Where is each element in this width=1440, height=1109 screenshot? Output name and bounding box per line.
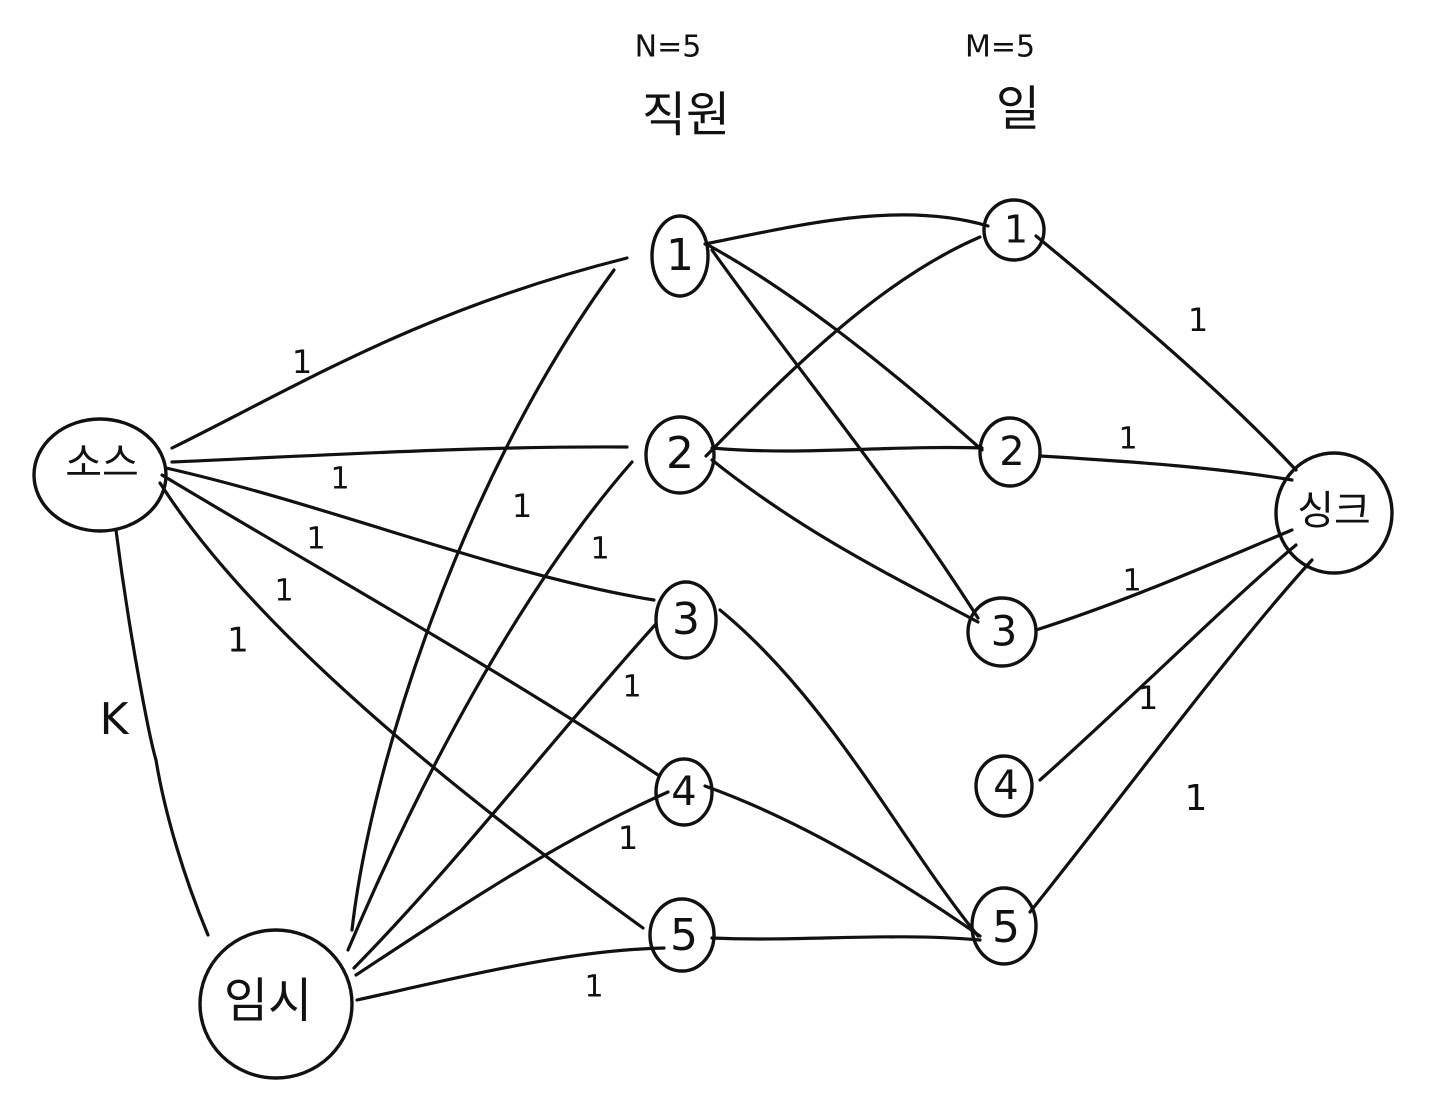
employee-node-4-circle (654, 757, 714, 827)
edge-work-5-sink (1028, 558, 1314, 914)
edge-label-source-employee-5: 1 (227, 621, 249, 661)
employee-node-1-circle (650, 214, 710, 298)
employee-node-2-label: 2 (666, 428, 694, 479)
work-node-3-label: 3 (991, 607, 1018, 656)
work-node-3-circle (966, 596, 1038, 668)
edge-label-temp-employee-2: 1 (590, 532, 609, 567)
edge-employee-1-work-2 (706, 243, 984, 452)
edge-label-temp-employee-4: 1 (618, 819, 638, 857)
employee-node-2: 2 (644, 415, 716, 495)
n-count-label: N=5 (635, 30, 702, 65)
work-node-5-label: 5 (992, 902, 1020, 953)
edge-temp-employee-2 (346, 460, 634, 952)
source-node: 소스 (32, 417, 168, 533)
edge-employee-4-work-5 (703, 784, 982, 938)
work-node-1-circle (982, 198, 1046, 262)
edge-temp-employee-1 (350, 268, 616, 932)
edge-label-source-temp: K (100, 694, 130, 745)
edge-employee-5-work-5 (710, 935, 982, 942)
edge-source-employee-5 (158, 481, 645, 930)
edge-temp-employee-5 (355, 946, 666, 1002)
sink-node-circle (1274, 451, 1394, 575)
sink-node: 싱크 (1274, 451, 1394, 575)
employee-node-4-label: 4 (671, 769, 696, 815)
employee-node-4: 4 (654, 757, 714, 827)
source-node-circle (32, 417, 168, 533)
work-node-1-label: 1 (1004, 208, 1028, 252)
work-node-1: 1 (982, 198, 1046, 262)
edge-work-2-sink (1038, 454, 1294, 482)
edge-label-source-employee-1: 1 (292, 343, 312, 381)
work-node-2: 2 (978, 416, 1042, 488)
work-nodes: 1 2 3 4 5 (966, 198, 1046, 966)
edge-source-temp (114, 528, 210, 937)
work-node-4-circle (974, 754, 1034, 818)
edge-label-work-1-sink: 1 (1188, 301, 1208, 339)
edge-employee-2-work-3 (710, 458, 980, 624)
employee-node-3: 3 (654, 580, 718, 660)
work-node-5-circle (970, 886, 1038, 966)
edge-temp-employee-4 (354, 790, 670, 977)
m-count-label: M=5 (965, 30, 1035, 65)
edge-source-employee-1 (170, 256, 629, 450)
edge-source-employee-2 (170, 445, 629, 464)
edge-label-source-employee-2: 1 (330, 462, 349, 497)
work-node-2-label: 2 (999, 429, 1024, 475)
employee-node-5-label: 5 (670, 910, 698, 961)
employee-node-1-label: 1 (666, 230, 694, 281)
employee-node-2-circle (644, 415, 716, 495)
edge-temp-employee-3 (352, 623, 657, 970)
employee-node-3-label: 3 (672, 594, 700, 645)
edge-label-work-2-sink: 1 (1118, 422, 1137, 457)
edge-employee-1-work-1 (703, 213, 990, 246)
source-node-label: 소스 (65, 440, 139, 486)
edge-label-work-3-sink: 1 (1122, 564, 1141, 599)
edge-source-employee-3 (164, 466, 656, 602)
edges (114, 213, 1314, 1002)
work-column-title: 일 (996, 81, 1040, 137)
temp-node: 임시 (198, 928, 354, 1080)
edge-employee-2-work-2 (710, 445, 984, 453)
employee-node-5-circle (648, 897, 716, 973)
employee-nodes: 1 2 3 4 5 (644, 214, 718, 973)
edge-employee-1-work-3 (710, 248, 980, 620)
edge-label-temp-employee-1: 1 (512, 487, 532, 525)
work-node-4: 4 (974, 754, 1034, 818)
edge-employee-2-work-1 (704, 235, 982, 458)
edge-label-temp-employee-5: 1 (584, 970, 603, 1005)
temp-node-label: 임시 (224, 973, 312, 1029)
temp-node-circle (198, 928, 354, 1080)
edge-work-3-sink (1034, 528, 1294, 632)
edge-label-temp-employee-3: 1 (622, 670, 641, 705)
edge-label-work-5-sink: 1 (1185, 778, 1208, 819)
edge-source-employee-4 (160, 473, 660, 777)
edge-label-source-employee-4: 1 (274, 574, 293, 609)
edge-work-4-sink (1038, 543, 1298, 782)
sink-node-label: 싱크 (1297, 488, 1371, 534)
edge-work-1-sink (1034, 234, 1298, 472)
employee-node-1: 1 (650, 214, 710, 298)
edge-labels: K 1 1 1 1 1 1 1 1 1 1 1 1 1 1 1 (100, 301, 1209, 1005)
employee-node-5: 5 (648, 897, 716, 973)
work-node-5: 5 (970, 886, 1038, 966)
work-node-4-label: 4 (993, 763, 1018, 809)
column-headers: N=5 직원 M=5 일 (635, 30, 1040, 144)
edge-label-source-employee-3: 1 (306, 522, 325, 557)
employee-node-3-circle (654, 580, 718, 660)
employee-column-title: 직원 (642, 87, 730, 143)
work-node-3: 3 (966, 596, 1038, 668)
edge-employee-3-work-5 (718, 608, 980, 938)
edge-label-work-4-sink: 1 (1138, 679, 1158, 717)
work-node-2-circle (978, 416, 1042, 488)
